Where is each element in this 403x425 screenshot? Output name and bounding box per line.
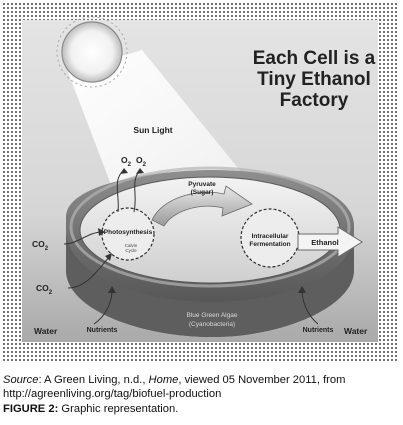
sun-icon: [56, 16, 128, 88]
o2-right-o: O: [136, 155, 143, 165]
co2-bottom-text: CO: [36, 283, 49, 293]
title-line-2: Tiny Ethanol: [257, 69, 371, 90]
water-right-label: Water: [344, 326, 368, 336]
nutrients-left-label: Nutrients: [87, 327, 118, 334]
co2-top-text: CO: [32, 239, 45, 249]
caption-text: Graphic representation.: [58, 403, 179, 415]
o2-left-o: O: [121, 155, 128, 165]
co2-input-bottom: CO2: [36, 253, 112, 296]
pyruvate-arrow: Pyruvate (Sugar): [151, 181, 253, 227]
pyruvate-line-1: Pyruvate: [188, 181, 216, 188]
oxygen-output: O2 O2: [116, 155, 147, 213]
photosynthesis-label: Photosynthesis: [104, 229, 153, 236]
ethanol-label: Ethanol: [311, 238, 339, 247]
cell-rim-highlight: [69, 166, 351, 288]
nutrients-left: Nutrients: [87, 286, 118, 334]
source-text-2: , viewed 05 November 2011, from http://a…: [3, 374, 346, 400]
svg-text:O2: O2: [136, 155, 147, 168]
svg-text:CO2: CO2: [32, 239, 49, 252]
figure-graphic: Each Cell is a Tiny Ethanol Factory Sun …: [2, 2, 398, 362]
nutrients-right: Nutrients: [298, 286, 333, 334]
sun-light-label: Sun Light: [133, 125, 172, 135]
co2-top-sub: 2: [45, 246, 49, 252]
source-text-1: : A Green Living, n.d.,: [38, 374, 149, 386]
nutrients-right-label: Nutrients: [303, 327, 334, 334]
cell-dish-front: [66, 234, 354, 337]
algae-line-1: Blue Green Algae: [187, 312, 238, 319]
photosynthesis-cycle: Photosynthesis Calvin Cycle: [101, 207, 155, 261]
title-line-3: Factory: [280, 90, 349, 111]
calvin-line-2: Cycle: [125, 248, 137, 253]
ethanol-diagram: Each Cell is a Tiny Ethanol Factory Sun …: [2, 2, 398, 362]
fermentation-line-1: Intracellular: [252, 233, 289, 240]
svg-text:O2: O2: [121, 155, 132, 168]
ethanol-arrow: Ethanol: [297, 226, 363, 258]
svg-text:CO2: CO2: [36, 283, 53, 296]
caption-label: FIGURE 2:: [3, 403, 59, 415]
o2-left-sub: 2: [128, 162, 132, 168]
fermentation-cycle: Intracellular Fermentation: [240, 208, 300, 268]
water-left-label: Water: [34, 326, 58, 336]
title-line-1: Each Cell is a: [253, 48, 376, 69]
co2-input-top: CO2: [32, 228, 105, 252]
co2-bottom-sub: 2: [49, 290, 53, 296]
figure-caption: FIGURE 2: Graphic representation.: [3, 403, 401, 417]
pyruvate-line-2: (Sugar): [191, 189, 214, 196]
source-citation: Source: A Green Living, n.d., Home, view…: [3, 374, 401, 401]
diagram-title: Each Cell is a Tiny Ethanol Factory: [253, 48, 376, 111]
fermentation-line-2: Fermentation: [249, 241, 290, 248]
source-label: Source: [3, 374, 39, 386]
calvin-line-1: Calvin: [125, 243, 138, 248]
source-title: Home: [148, 374, 179, 386]
o2-right-sub: 2: [143, 162, 147, 168]
algae-line-2: (Cyanobacteria): [189, 321, 235, 328]
